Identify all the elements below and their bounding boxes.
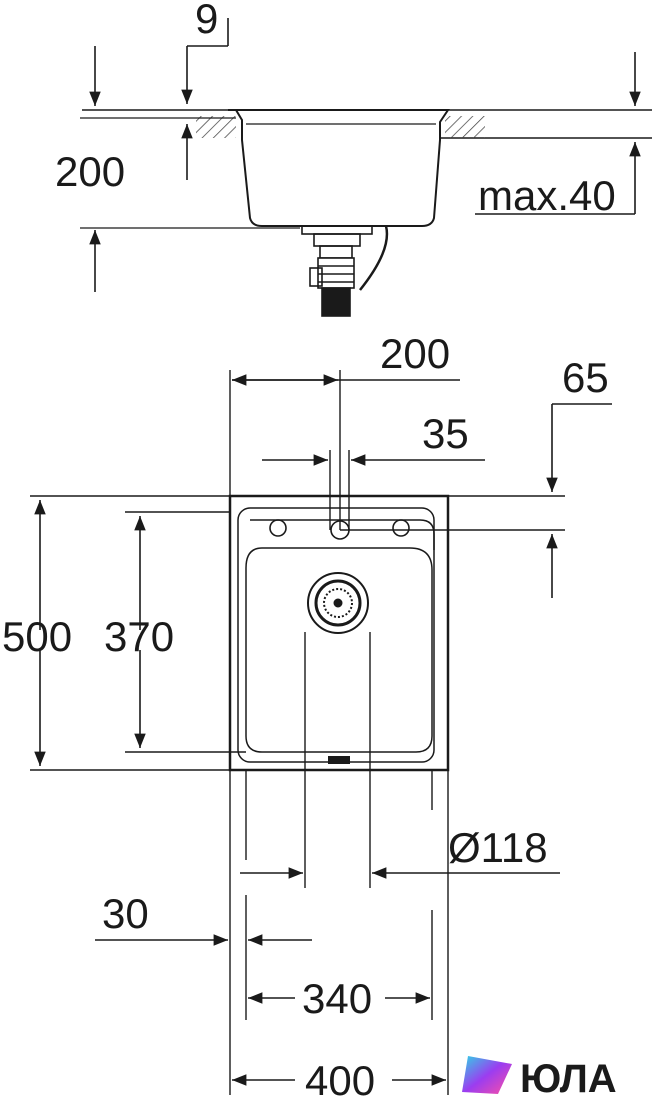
dim-rim-30: 30 (102, 890, 149, 937)
tap-hole-right (392, 519, 410, 537)
yula-logo-text: ЮЛА (520, 1057, 617, 1100)
dim-countertop-max40: max.40 (478, 172, 616, 219)
drain-strainer (307, 572, 369, 634)
dim-bowl-width-340: 340 (302, 975, 372, 1022)
sink-inner-frame (237, 507, 435, 763)
drain-fitting (301, 225, 389, 317)
dim-tap-offset-200: 200 (380, 330, 450, 377)
top-view (30, 370, 612, 1095)
yula-logo-icon (462, 1056, 512, 1094)
yula-watermark: ЮЛА (462, 1056, 617, 1100)
tap-hole-left (269, 519, 287, 537)
side-view (80, 18, 652, 317)
dim-drain-diameter-118: Ø118 (448, 824, 548, 871)
dim-bowl-depth-370: 370 (104, 613, 174, 660)
countertop-right-hatch (445, 116, 485, 138)
dim-flange-9: 9 (195, 0, 218, 42)
dim-total-width-400: 400 (305, 1057, 375, 1100)
sink-bowl-outline (228, 109, 450, 227)
dim-bowl-depth-200: 200 (55, 148, 125, 195)
dim-tap-margin-65: 65 (562, 354, 609, 401)
sink-deck-line (250, 519, 435, 550)
dim-tap-hole-35: 35 (422, 410, 469, 457)
sink-bowl-top (245, 547, 433, 753)
dim-total-depth-500: 500 (2, 613, 72, 660)
overflow-slot (328, 756, 350, 764)
countertop-left-hatch (196, 116, 236, 138)
